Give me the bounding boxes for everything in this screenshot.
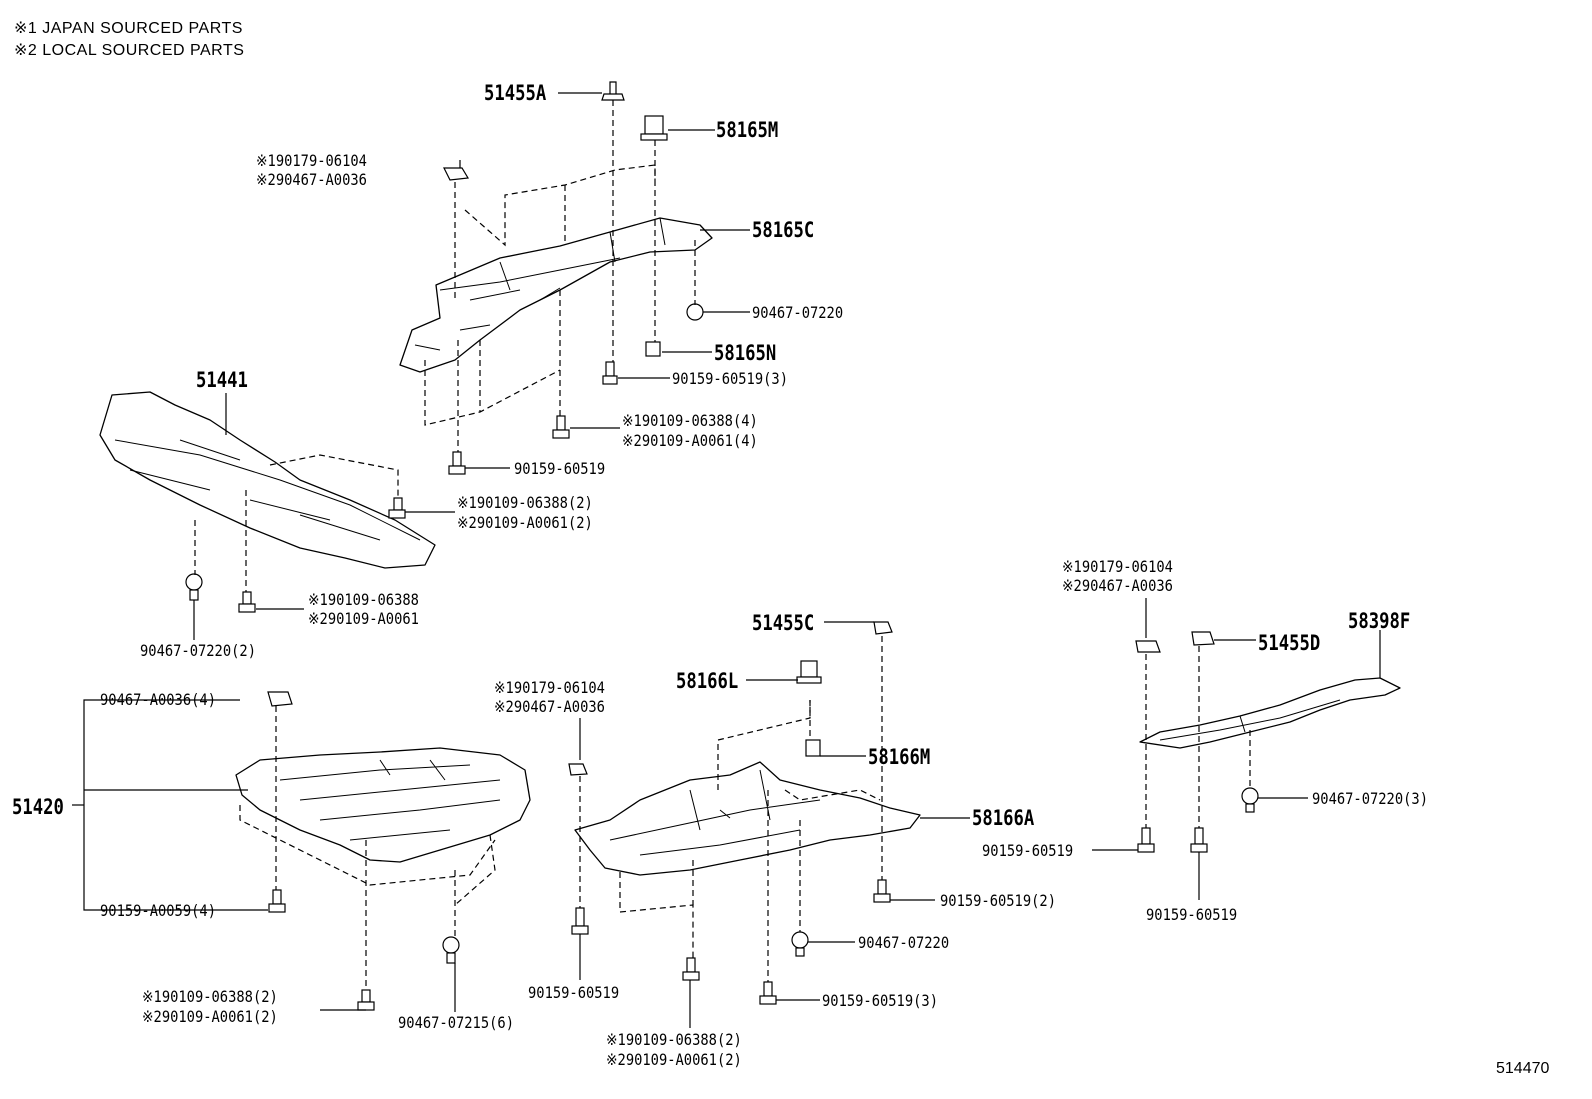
label-58165M[interactable]: 58165M	[716, 118, 779, 142]
label-51455D[interactable]: 51455D	[1258, 631, 1321, 655]
label-90159-60519-r2[interactable]: 90159-60519	[1146, 905, 1238, 924]
label-90467-07220-top[interactable]: 90467-07220	[752, 303, 844, 322]
label-90467-07215-6[interactable]: 90467-07215(6)	[398, 1013, 514, 1032]
label-90159-60519-top[interactable]: 90159-60519	[514, 459, 606, 478]
part-51420	[235, 747, 531, 863]
label-90467-07220-3[interactable]: 90467-07220(3)	[1312, 789, 1428, 808]
label-51455C[interactable]: 51455C	[752, 611, 815, 635]
label-90179-06104-mid[interactable]: ※190179-06104	[494, 678, 605, 697]
leader-lines	[72, 92, 1381, 1028]
label-90179-06104-top[interactable]: ※190179-06104	[256, 151, 367, 170]
label-90159-60519-bm[interactable]: 90159-60519	[528, 983, 620, 1002]
label-58165C[interactable]: 58165C	[752, 218, 815, 242]
label-90109-06388-4[interactable]: ※190109-06388(4)	[622, 411, 758, 430]
label-90109-06388-2-mid[interactable]: ※190109-06388(2)	[457, 493, 593, 512]
label-90109-A0061-2-bl[interactable]: ※290109-A0061(2)	[142, 1007, 278, 1026]
label-90467-A0036-mid[interactable]: ※290467-A0036	[494, 697, 605, 716]
label-90179-06104-right[interactable]: ※190179-06104	[1062, 557, 1173, 576]
label-58166A[interactable]: 58166A	[972, 806, 1035, 830]
note-local-sourced: ※2 LOCAL SOURCED PARTS	[14, 42, 245, 59]
label-90467-A0036-4[interactable]: 90467-A0036(4)	[100, 690, 216, 709]
part-51441	[99, 391, 436, 569]
note-japan-sourced: ※1 JAPAN SOURCED PARTS	[14, 20, 243, 37]
label-90159-60519-r1[interactable]: 90159-60519	[982, 841, 1074, 860]
diagram-reference-number: 514470	[1496, 1060, 1550, 1077]
label-90109-06388-left[interactable]: ※190109-06388	[308, 590, 419, 609]
label-90109-06388-2-bc[interactable]: ※190109-06388(2)	[606, 1030, 742, 1049]
label-90159-60519-3-top[interactable]: 90159-60519(3)	[672, 369, 788, 388]
label-51420[interactable]: 51420	[12, 795, 64, 819]
label-90159-60519-3-bm[interactable]: 90159-60519(3)	[822, 991, 938, 1010]
label-90467-A0036-top[interactable]: ※290467-A0036	[256, 170, 367, 189]
label-58166L[interactable]: 58166L	[676, 669, 739, 693]
label-90109-A0061-left[interactable]: ※290109-A0061	[308, 609, 419, 628]
part-58166A	[574, 761, 921, 876]
label-90109-06388-2-bl[interactable]: ※190109-06388(2)	[142, 987, 278, 1006]
label-58398F[interactable]: 58398F	[1348, 609, 1411, 633]
dashed-assembly-lines	[194, 100, 1251, 990]
label-58165N[interactable]: 58165N	[714, 341, 777, 365]
label-90109-A0061-2-mid[interactable]: ※290109-A0061(2)	[457, 513, 593, 532]
label-90467-A0036-right[interactable]: ※290467-A0036	[1062, 576, 1173, 595]
label-58166M[interactable]: 58166M	[868, 745, 931, 769]
label-90109-A0061-2-bc[interactable]: ※290109-A0061(2)	[606, 1050, 742, 1069]
label-51455A[interactable]: 51455A	[484, 81, 547, 105]
label-90159-A0059-4[interactable]: 90159-A0059(4)	[100, 901, 216, 920]
part-58165C	[399, 217, 713, 373]
part-58398F	[1139, 677, 1401, 749]
label-51441[interactable]: 51441	[196, 368, 248, 392]
label-90467-07220-bm[interactable]: 90467-07220	[858, 933, 950, 952]
label-90109-A0061-4[interactable]: ※290109-A0061(4)	[622, 431, 758, 450]
label-90159-60519-2[interactable]: 90159-60519(2)	[940, 891, 1056, 910]
label-90467-07220-2[interactable]: 90467-07220(2)	[140, 641, 256, 660]
